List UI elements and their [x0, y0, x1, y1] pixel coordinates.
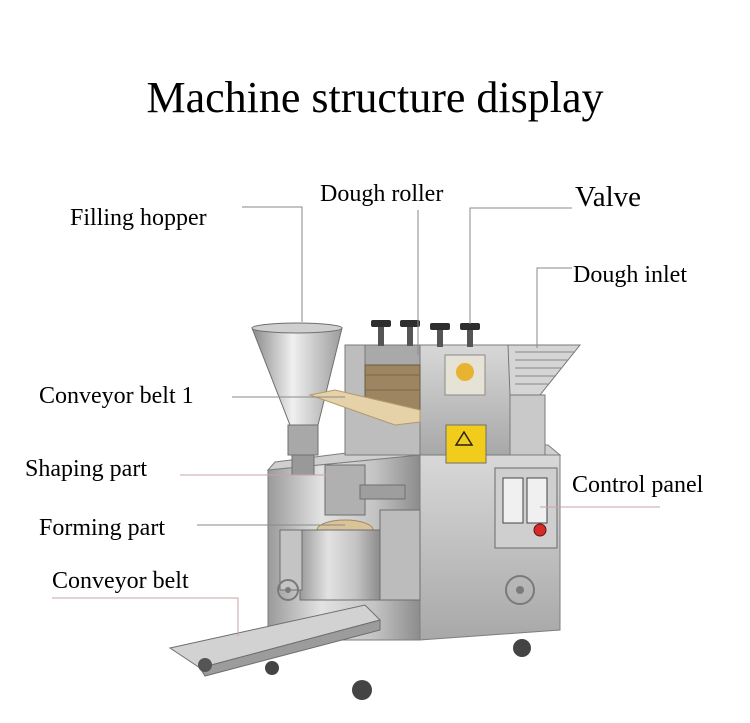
label-dough-inlet: Dough inlet	[573, 262, 687, 288]
valve-knobs	[371, 320, 480, 347]
filling-hopper-part	[251, 322, 343, 476]
leader-conveyor-belt	[52, 597, 239, 636]
display-right	[526, 477, 548, 524]
control-panel-part	[494, 467, 558, 549]
label-control-panel: Control panel	[572, 472, 704, 498]
label-conveyor-belt: Conveyor belt	[52, 568, 189, 594]
label-filling-hopper: Filling hopper	[70, 205, 207, 231]
leader-lines	[52, 206, 660, 636]
warning-sticker	[445, 424, 487, 464]
leader-valve	[469, 207, 572, 324]
vent-icons	[277, 575, 535, 605]
dough-sheet	[308, 389, 421, 426]
display-left	[502, 477, 524, 524]
page-title: Machine structure display	[146, 73, 604, 122]
leader-dough-inlet	[536, 267, 572, 348]
label-forming-part: Forming part	[39, 515, 165, 541]
stop-button-icon	[533, 523, 547, 537]
label-valve: Valve	[575, 181, 642, 213]
label-shaping-part: Shaping part	[25, 456, 147, 482]
forming-assembly	[279, 464, 421, 601]
output-conveyor	[168, 604, 381, 677]
brand-logo-icon	[456, 363, 474, 381]
caster-wheels	[265, 639, 531, 700]
label-conveyor-belt-1: Conveyor belt 1	[39, 383, 194, 409]
label-dough-roller: Dough roller	[320, 181, 444, 207]
roller-housing	[344, 344, 546, 464]
dough-inlet-tray	[507, 344, 582, 396]
leader-filling-hopper	[242, 206, 303, 322]
